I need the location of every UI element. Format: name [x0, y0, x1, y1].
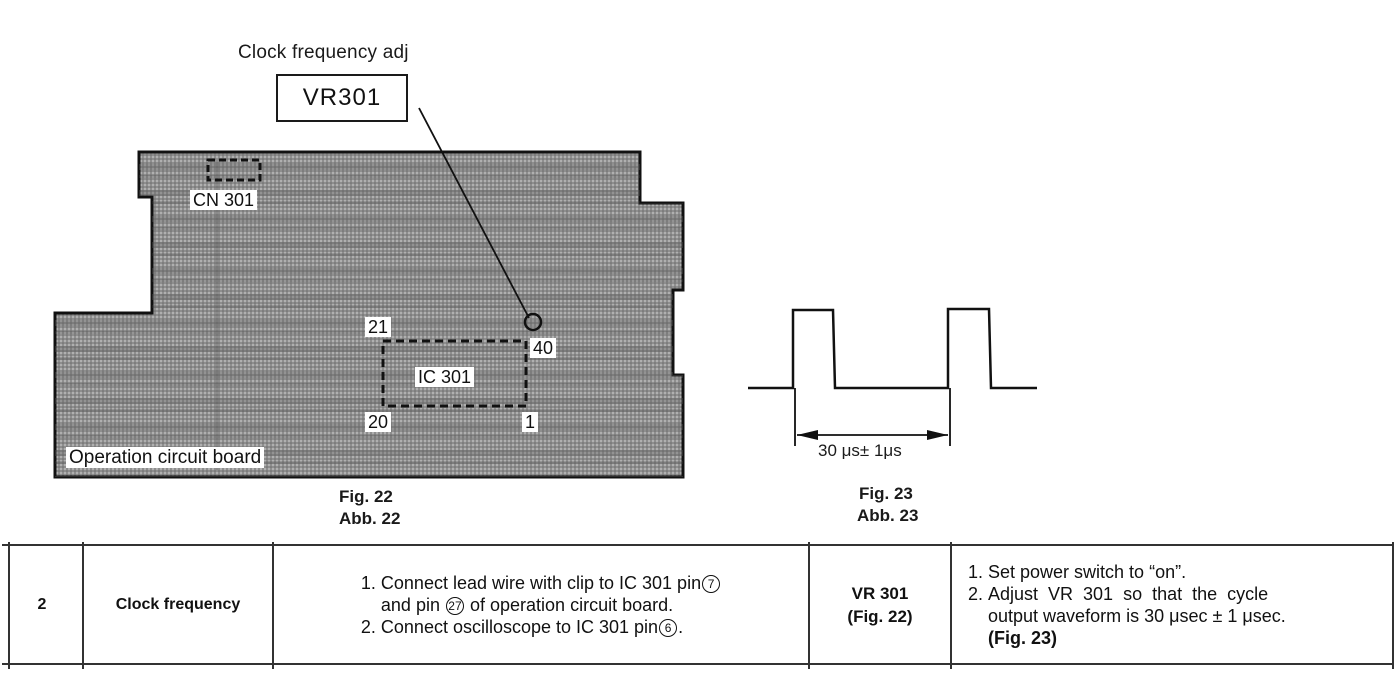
vr301-label: VR301 — [302, 84, 382, 111]
callout-title: Clock frequency adj — [238, 42, 409, 63]
procedure-steps: 1. Set power switch to “on”. 2. Adjust V… — [952, 561, 1286, 649]
pin-21-label: 21 — [365, 317, 392, 337]
board-name-label: Operation circuit board — [66, 447, 265, 468]
dimension-arrow-right — [927, 430, 948, 440]
adjustment-figure-ref: (Fig. 22) — [847, 606, 913, 626]
ic301-label: IC 301 — [415, 367, 475, 387]
procedure-step: 2. Adjust VR 301 so that the cycle outpu… — [968, 583, 1286, 648]
table-divider — [82, 542, 84, 669]
callout-pointer-line — [418, 107, 530, 319]
preparation-step-text: Connect lead wire with clip to IC 301 pi… — [381, 572, 721, 616]
table-divider — [808, 542, 810, 669]
pin-20-label: 20 — [365, 412, 392, 432]
ic301-outline — [381, 339, 528, 408]
procedure-step-text: Adjust VR 301 so that the cycle output w… — [988, 583, 1286, 648]
preparation-step: 1. Connect lead wire with clip to IC 301… — [361, 572, 721, 616]
fig-23-caption: Fig. 23 Abb. 23 — [857, 483, 918, 527]
fig-22-caption-de: Abb. 22 — [339, 509, 401, 528]
table-divider — [272, 542, 274, 669]
adjustment-point: VR 301 — [851, 583, 909, 603]
cn301-label: CN 301 — [190, 190, 258, 210]
figure-22-board-diagram — [53, 107, 685, 479]
figure-23-waveform — [748, 307, 1037, 446]
table-border-right — [1392, 542, 1394, 669]
preparation-steps: 1. Connect lead wire with clip to IC 301… — [361, 572, 721, 638]
pin-40-label: 40 — [530, 338, 557, 358]
vr301-location-marker — [523, 312, 543, 332]
dimension-arrow-left — [797, 430, 818, 440]
fig-22-caption-en: Fig. 22 — [339, 487, 393, 506]
table-divider — [950, 542, 952, 669]
pin-circle-6: 6 — [659, 618, 678, 637]
vr301-callout-box: VR301 — [276, 74, 408, 122]
fig-22-caption: Fig. 22 Abb. 22 — [339, 486, 400, 530]
procedure-figure-ref: (Fig. 23) — [988, 627, 1058, 648]
adjustment-item: Clock frequency — [115, 595, 241, 613]
pin-circle-7: 7 — [702, 574, 721, 593]
fig-23-caption-en: Fig. 23 — [859, 484, 913, 503]
pin-circle-27: 27 — [445, 596, 464, 615]
adjustment-table: 2 Clock frequency 1. Connect lead wire w… — [2, 542, 1394, 669]
cn301-connector-outline — [206, 158, 262, 182]
waveform-period-label: 30 μs± 1μs — [818, 441, 902, 460]
waveform-trace — [748, 307, 1037, 390]
preparation-cell: 1. Connect lead wire with clip to IC 301… — [274, 546, 808, 663]
pin-1-label: 1 — [522, 412, 539, 432]
fig-23-caption-de: Abb. 23 — [857, 506, 919, 525]
step-number: 2 — [37, 595, 47, 613]
table-border-left — [8, 542, 10, 669]
procedure-cell: 1. Set power switch to “on”. 2. Adjust V… — [952, 546, 1394, 663]
adjustment-point-cell: VR 301 (Fig. 22) — [810, 546, 950, 663]
procedure-step: 1. Set power switch to “on”. — [968, 561, 1187, 582]
